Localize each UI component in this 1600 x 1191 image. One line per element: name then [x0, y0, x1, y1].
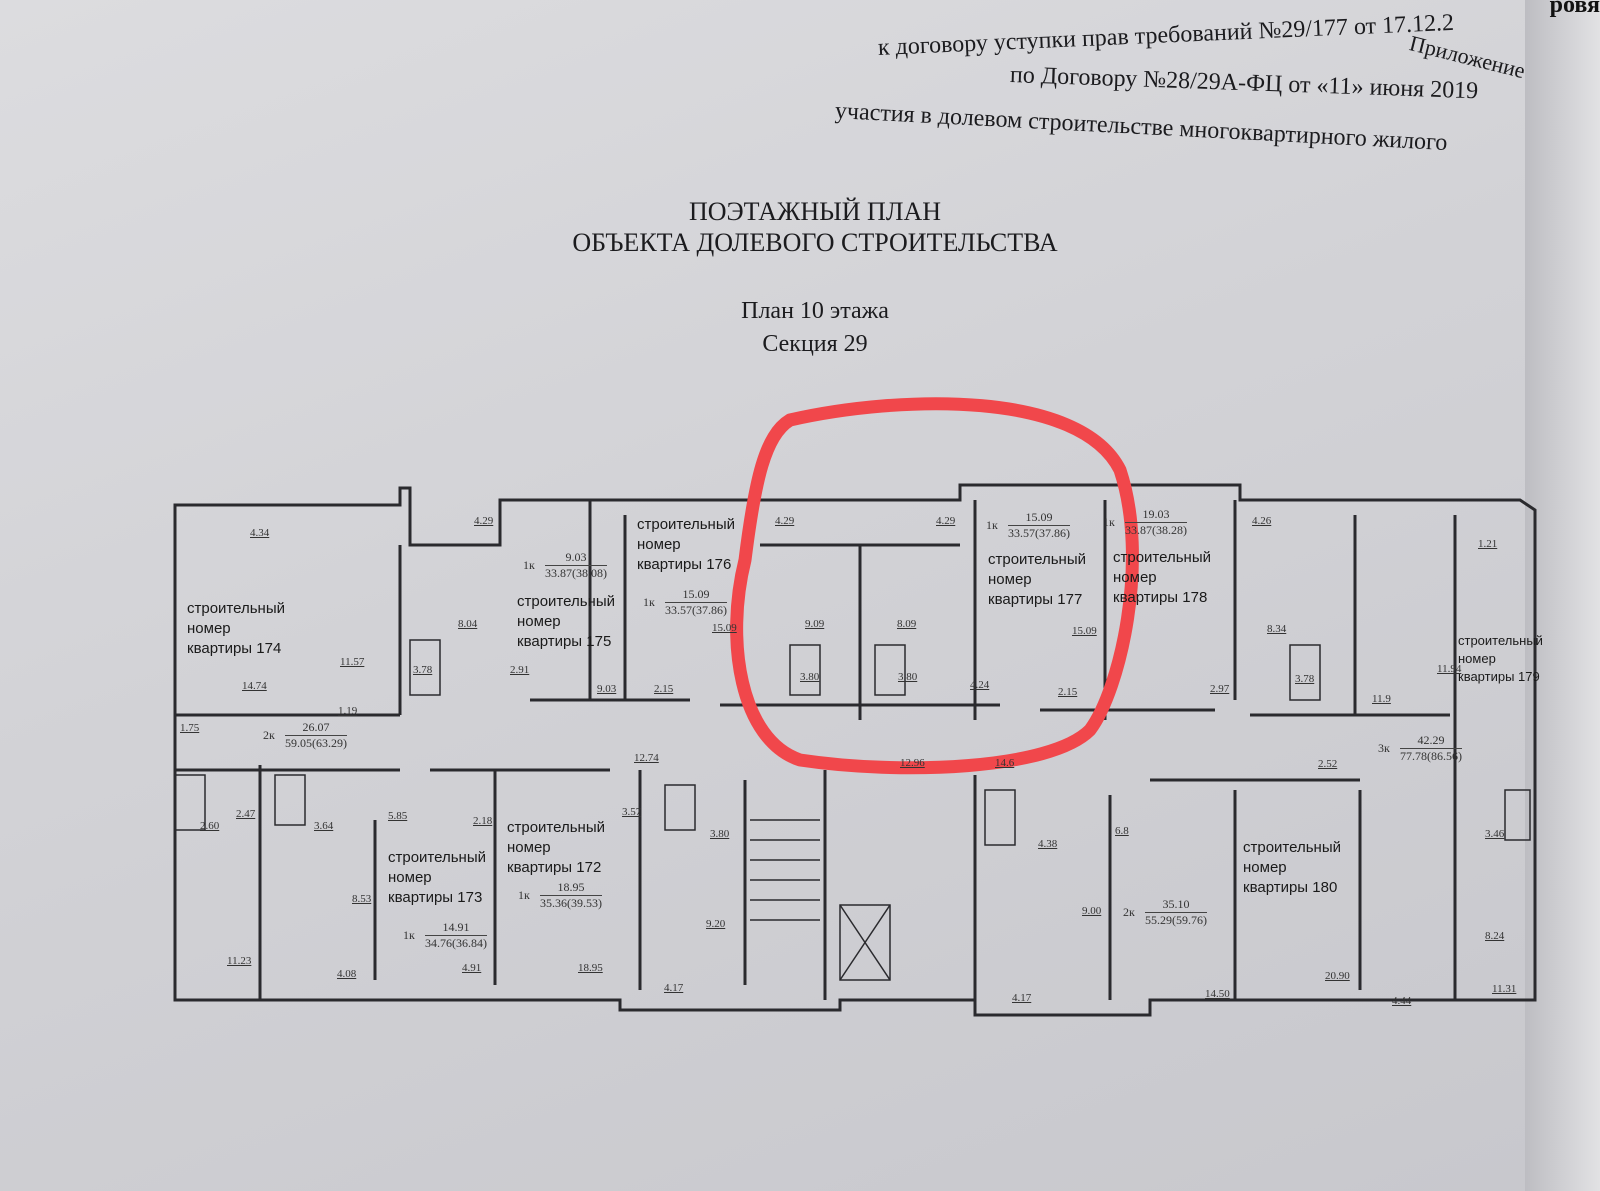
room-area: 3.80: [710, 828, 730, 840]
room-area: 1.75: [180, 722, 200, 734]
room-area: 3.80: [800, 671, 820, 683]
room-area: 12.74: [634, 752, 659, 764]
room-area: 2.52: [1318, 758, 1338, 770]
room-area: 4.08: [337, 968, 357, 980]
room-area: 3.64: [314, 820, 334, 832]
room-area: 4.38: [1038, 838, 1058, 850]
room-area: 9.20: [706, 918, 726, 930]
room-area: 11.23: [227, 955, 252, 967]
room-area: 15.09: [712, 622, 737, 634]
room-area: 11.9: [1372, 693, 1391, 705]
room-area: 14.50: [1205, 988, 1230, 1000]
room-area: 4.17: [1012, 992, 1032, 1004]
room-area: 12.96: [900, 757, 925, 769]
room-area: 1.19: [338, 705, 358, 717]
room-area: 6.8: [1115, 825, 1129, 837]
room-area: 3.78: [413, 664, 433, 676]
room-area: 2.60: [200, 820, 220, 832]
room-area: 8.53: [352, 893, 372, 905]
room-area: 9.09: [805, 618, 825, 630]
room-area: 8.04: [458, 618, 478, 630]
room-area: 11.31: [1492, 983, 1517, 995]
room-area: 11.57: [340, 656, 365, 668]
room-area: 2.15: [1058, 686, 1078, 698]
room-area: 4.17: [664, 982, 684, 994]
room-area: 2.15: [654, 683, 674, 695]
room-area: 2.97: [1210, 683, 1230, 695]
room-area: 2.91: [510, 664, 530, 676]
next-page-edge: ровя: [1525, 0, 1600, 1191]
room-area: 20.90: [1325, 970, 1350, 982]
room-area: 8.09: [897, 618, 917, 630]
room-area: 18.95: [578, 962, 603, 974]
room-area: 3.57: [622, 806, 642, 818]
room-area: 4.24: [970, 679, 990, 691]
room-area: 8.24: [1485, 930, 1505, 942]
room-area: 4.29: [474, 515, 494, 527]
section-label: Секция 29: [762, 331, 868, 357]
document-subtitle: ОБЪЕКТА ДОЛЕВОГО СТРОИТЕЛЬСТВА: [572, 228, 1058, 257]
room-area: 8.34: [1267, 623, 1287, 635]
edge-text: ровя: [1549, 0, 1600, 18]
room-area: 1.21: [1478, 538, 1498, 550]
room-area: 4.44: [1392, 995, 1412, 1007]
room-area: 3.46: [1485, 828, 1505, 840]
room-area: 4.29: [936, 515, 956, 527]
room-area: 5.85: [388, 810, 408, 822]
room-area: 4.91: [462, 962, 482, 974]
room-area: 2.18: [473, 815, 493, 827]
room-area: 4.26: [1252, 515, 1272, 527]
document-page: [0, 0, 1530, 1191]
document-title: ПОЭТАЖНЫЙ ПЛАН: [688, 197, 942, 226]
room-area: 3.80: [898, 671, 918, 683]
room-area: 9.03: [597, 683, 617, 695]
red-annotation-circle: [730, 397, 1139, 775]
room-area: 14.74: [242, 680, 267, 692]
room-area: 14.6: [995, 757, 1015, 769]
room-area: 15.09: [1072, 625, 1097, 637]
room-area: 2.47: [236, 808, 256, 820]
room-area: 3.78: [1295, 673, 1315, 685]
room-area: 9.00: [1082, 905, 1102, 917]
floor-label: План 10 этажа: [741, 298, 889, 324]
room-area: 4.29: [775, 515, 795, 527]
room-area: 4.34: [250, 527, 270, 539]
room-area: 11.94: [1437, 663, 1462, 675]
